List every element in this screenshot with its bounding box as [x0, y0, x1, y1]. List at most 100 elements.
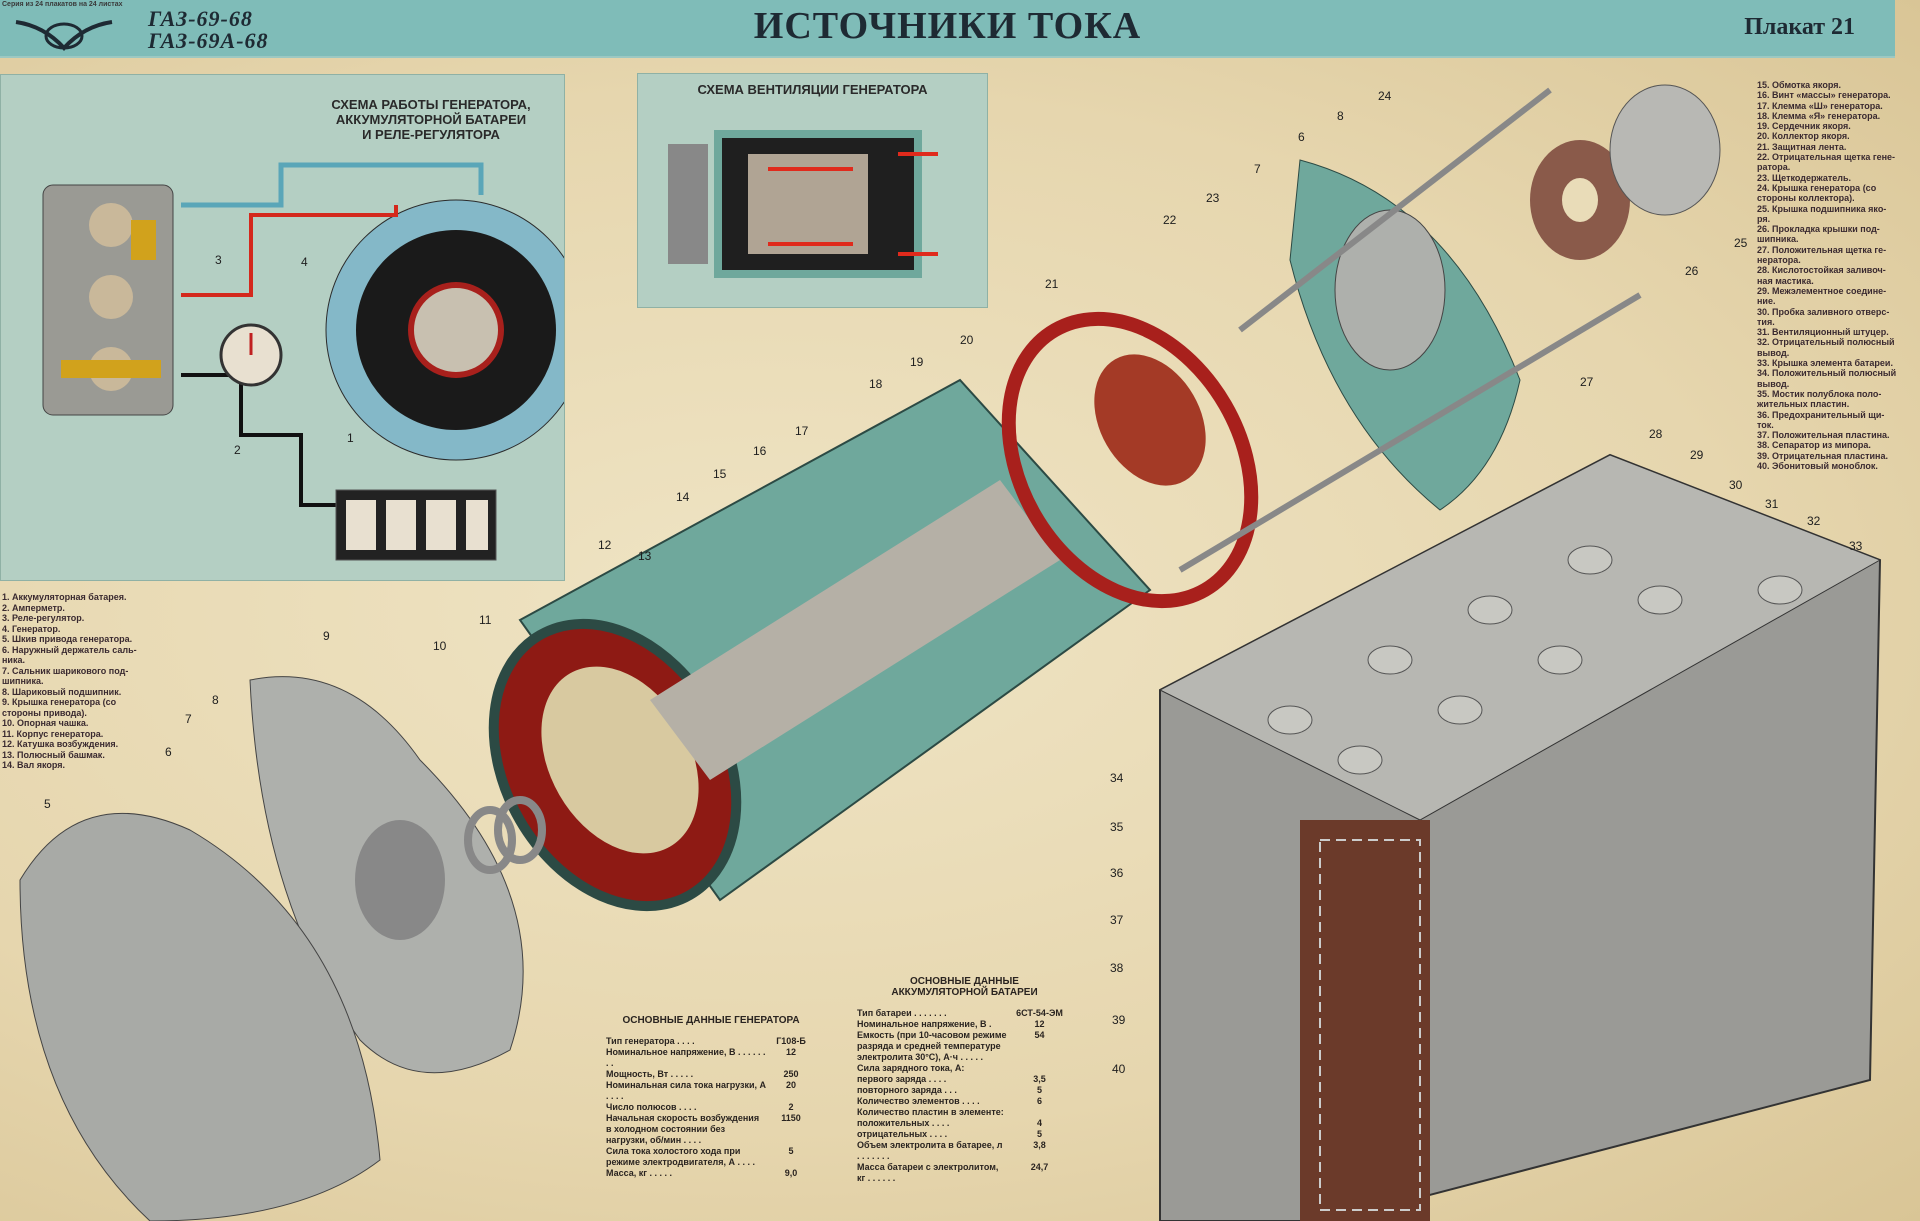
- legend-item: стороны коллектора).: [1757, 193, 1855, 204]
- legend-item: 24. Крышка генератора (со: [1757, 182, 1877, 193]
- callout-number: 8: [1337, 109, 1344, 123]
- wiring-schematic: [42, 162, 564, 561]
- spec-label: Номинальная сила тока нагрузки, А . . . …: [606, 1080, 766, 1101]
- callout-number: 12: [598, 538, 612, 552]
- legend-item: 2. Амперметр.: [2, 602, 65, 613]
- battery-cell: [386, 500, 416, 550]
- legend-item: 8. Шариковый подшипник.: [2, 686, 122, 697]
- generator-spec-title: ОСНОВНЫЕ ДАННЫЕ ГЕНЕРАТОРА: [622, 1015, 800, 1026]
- legend-item: 7. Сальник шарикового под-: [2, 665, 129, 676]
- callout-number: 5: [44, 797, 51, 811]
- spec-label: Тип генератора . . . .: [606, 1036, 695, 1046]
- spec-row: Количество пластин в элементе:: [857, 1107, 1072, 1118]
- callout-number: 7: [1254, 162, 1261, 176]
- spec-row: первого заряда . . . .3,5: [857, 1074, 1072, 1085]
- callout-number: 19: [910, 355, 924, 369]
- spec-label: Емкость (при 10-часовом режиме разряда и…: [857, 1030, 1007, 1062]
- legend-item: шипника.: [1757, 234, 1799, 245]
- callout-number: 33: [1849, 539, 1863, 553]
- legend-item: ток.: [1757, 419, 1774, 430]
- legend-item: 10. Опорная чашка.: [2, 718, 89, 728]
- callout-number: 13: [638, 549, 652, 563]
- spec-label: Номинальное напряжение, В . . . . . . . …: [606, 1047, 766, 1068]
- relay-coil: [89, 203, 133, 247]
- spec-row: Номинальное напряжение, В . 12: [857, 1019, 1072, 1030]
- callout-number: 17: [795, 424, 809, 438]
- spec-value: 9,0: [784, 1168, 798, 1178]
- spec-value: 250: [783, 1069, 799, 1079]
- spec-row: Количество элементов . . . .6: [857, 1096, 1072, 1107]
- callout-number: 9: [323, 629, 330, 643]
- wiring-diagram-panel: СХЕМА РАБОТЫ ГЕНЕРАТОРА, АККУМУЛЯТОРНОЙ …: [0, 74, 565, 581]
- legend-item: 33. Крышка элемента батареи.: [1757, 358, 1893, 369]
- wiring-title-line: СХЕМА РАБОТЫ ГЕНЕРАТОРА,: [331, 97, 531, 112]
- legend-item: 17. Клемма «Ш» генератора.: [1757, 100, 1883, 111]
- legend-item: 31. Вентиляционный штуцер.: [1757, 327, 1889, 338]
- spec-label: Номинальное напряжение, В .: [857, 1019, 992, 1029]
- legend-item: 32. Отрицательный полюсный: [1757, 337, 1895, 348]
- spec-label: Объем электролита в батарее, л . . . . .…: [857, 1140, 1003, 1161]
- spec-row: отрицательных . . . .5: [857, 1129, 1072, 1140]
- spec-value: 54: [1034, 1030, 1045, 1040]
- legend-item: 25. Крышка подшипника яко-: [1757, 203, 1887, 214]
- ventilation-schematic: [668, 130, 938, 278]
- spec-value: 5: [1036, 1129, 1042, 1139]
- legend-item: 4. Генератор.: [2, 623, 61, 634]
- wire-red: [181, 205, 398, 297]
- callout-number: 37: [1110, 913, 1124, 927]
- legend-item: шипника.: [2, 676, 44, 686]
- generator-spec-table: ОСНОВНЫЕ ДАННЫЕ ГЕНЕРАТОРА Тип генератор…: [606, 1015, 816, 1179]
- legend-item: вывод.: [1757, 347, 1790, 358]
- wire-black: [181, 373, 346, 507]
- wiring-title-line: И РЕЛЕ-РЕГУЛЯТОРА: [362, 127, 500, 142]
- spec-row: Масса, кг . . . . . 9,0: [606, 1168, 816, 1179]
- legend-item: 34. Положительный полюсный: [1757, 368, 1897, 379]
- legend-item: 12. Катушка возбуждения.: [2, 739, 119, 749]
- callout-number: 6: [165, 745, 172, 759]
- pulley: [668, 144, 708, 264]
- callout-number: 27: [1580, 375, 1594, 389]
- legend-item: ная мастика.: [1757, 275, 1814, 286]
- spec-label: Масса, кг . . . . .: [606, 1168, 672, 1178]
- spec-label: Мощность, Вт . . . . .: [606, 1069, 694, 1079]
- spec-value: 12: [1034, 1019, 1045, 1029]
- legend-item: ника.: [2, 655, 25, 665]
- callout-number: 6: [1298, 130, 1305, 144]
- legend-item: 6. Наружный держатель саль-: [2, 644, 137, 655]
- battery-title-line: ОСНОВНЫЕ ДАННЫЕ: [910, 976, 1019, 987]
- spec-row: Объем электролита в батарее, л . . . . .…: [857, 1140, 1072, 1162]
- legend-item: 19. Сердечник якоря.: [1757, 121, 1851, 132]
- poster-title: ИСТОЧНИКИ ТОКА: [753, 5, 1142, 47]
- spec-value: 12: [785, 1047, 796, 1057]
- spec-value: 6СТ-54-ЭМ: [1016, 1008, 1063, 1018]
- spec-label: Количество пластин в элементе:: [857, 1107, 1004, 1117]
- callout-number: 2: [234, 443, 241, 457]
- relay-coil: [89, 275, 133, 319]
- callout-number: 32: [1807, 514, 1821, 528]
- spec-value: [1007, 1063, 1072, 1074]
- legend-item: 35. Мостик полублока поло-: [1757, 388, 1882, 399]
- callout-number: 8: [212, 693, 219, 707]
- legend-item: 40. Эбонитовый моноблок.: [1757, 460, 1878, 471]
- spec-row: положительных . . . .4: [857, 1118, 1072, 1129]
- legend-item: ря.: [1757, 213, 1771, 224]
- spec-label: Число полюсов . . . .: [606, 1102, 697, 1112]
- callout-number: 28: [1649, 427, 1663, 441]
- callout-number: 15: [713, 467, 727, 481]
- callout-number: 14: [676, 490, 690, 504]
- parts-legend-left: 1. Аккумуляторная батарея.2. Амперметр.3…: [2, 592, 137, 771]
- legend-item: 13. Полюсный башмак.: [2, 749, 105, 760]
- callout-number: 11: [479, 613, 492, 627]
- spec-row: Масса батареи с электролитом, кг . . . .…: [857, 1162, 1072, 1184]
- model-designation: ГАЗ-69-68 ГАЗ-69А-68: [148, 8, 269, 52]
- legend-item: 27. Положительная щетка ге-: [1757, 244, 1887, 255]
- callout-number: 10: [433, 639, 447, 653]
- spec-value: 1150: [781, 1113, 801, 1123]
- wire-blue: [181, 162, 484, 208]
- spec-row: Емкость (при 10-часовом режиме разряда и…: [857, 1030, 1072, 1063]
- gaz-deer-logo-icon: [15, 20, 113, 51]
- callout-number: 40: [1112, 1062, 1126, 1076]
- callout-number: 25: [1734, 236, 1748, 250]
- legend-item: 28. Кислотостойкая заливоч-: [1757, 265, 1886, 276]
